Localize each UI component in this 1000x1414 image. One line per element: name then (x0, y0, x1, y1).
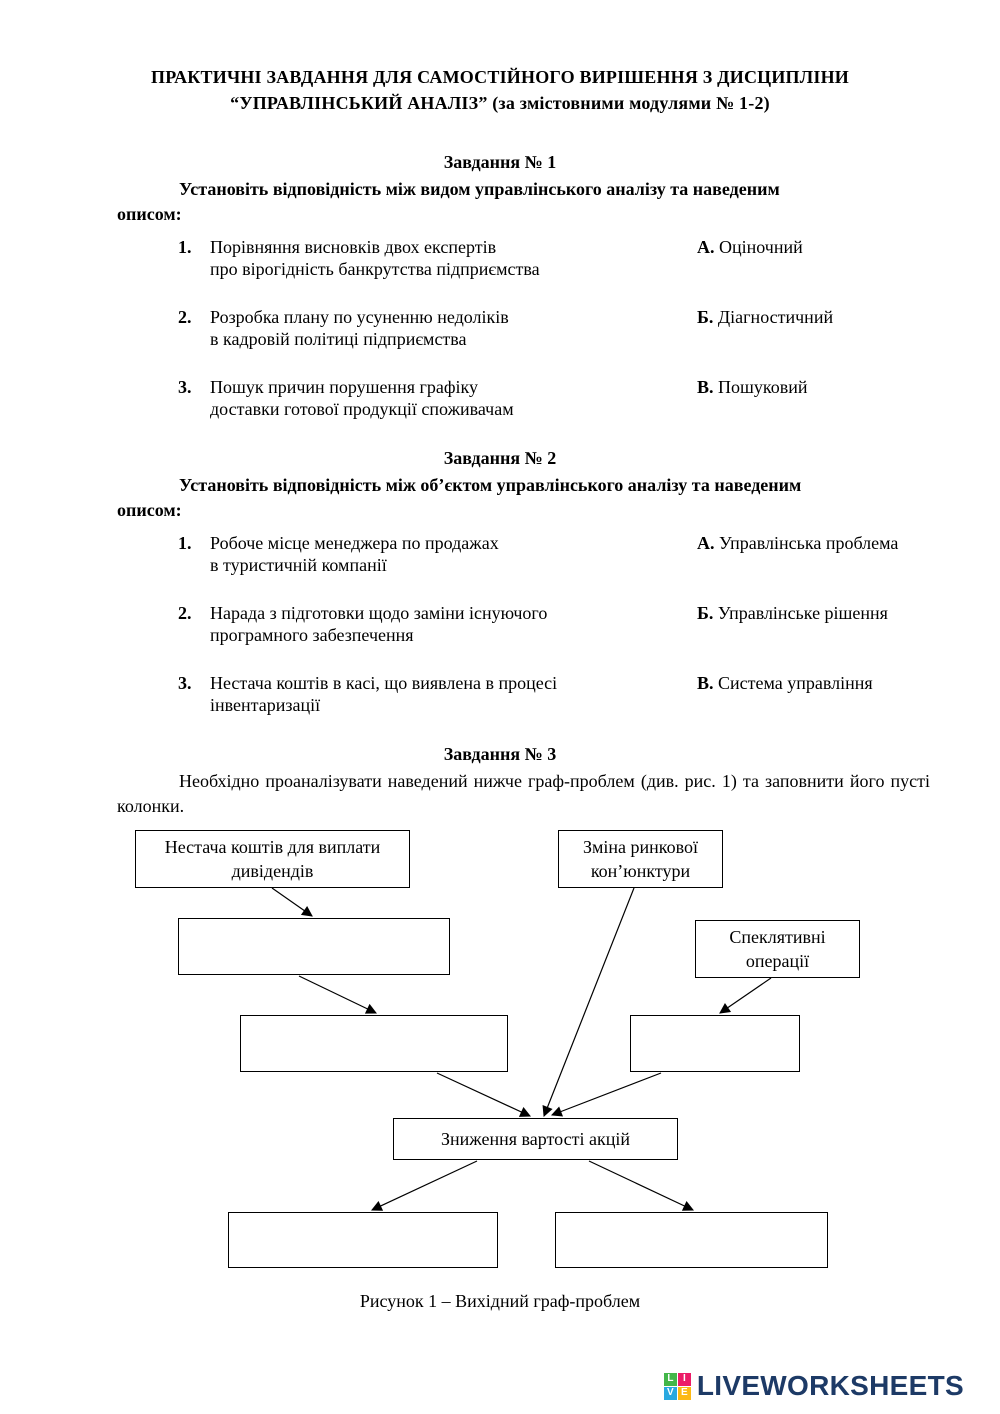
item-option: А. Управлінська проблема (697, 532, 898, 576)
item-description-line1: Нарада з підготовки щодо заміни існуючог… (210, 603, 548, 623)
option-text: Діагностичний (717, 307, 834, 327)
box-speculative-label: Спеклятивні операції (729, 927, 826, 971)
liveworksheets-logo[interactable]: L I V E LIVEWORKSHEETS (663, 1370, 964, 1402)
liveworksheets-logo-icon: L I V E (663, 1372, 691, 1400)
figure-caption: Рисунок 1 – Вихідний граф-проблем (359, 1291, 641, 1311)
task-1-item-3: 3. Пошук причин порушення графіку достав… (0, 376, 1000, 420)
box-dividends-shortage: Нестача коштів для виплати дивідендів (135, 830, 410, 888)
item-description-line2: в кадровій політиці підприємства (210, 329, 467, 349)
option-letter: А. (697, 533, 715, 553)
task-2-match-list: 1. Робоче місце менеджера по продажах в … (0, 532, 1000, 716)
task-1-intro-line-1: Установіть відповідність між видом управ… (179, 179, 780, 199)
item-description-line1: Робоче місце менеджера по продажах (210, 533, 499, 553)
option-letter: Б. (697, 307, 714, 327)
task-1-heading: Завдання № 1 (443, 152, 557, 172)
option-text: Система управління (718, 673, 873, 693)
arrow-dividends-to-empty1 (271, 887, 313, 917)
title-line-1: ПРАКТИЧНІ ЗАВДАННЯ ДЛЯ САМОСТІЙНОГО ВИРІ… (151, 67, 849, 87)
item-number: 3. (178, 673, 192, 693)
item-description-line2: в туристичній компанії (210, 555, 387, 575)
task-1-item-1: 1. Порівняння висновків двох експертів п… (0, 236, 1000, 280)
empty-box-5[interactable] (555, 1212, 828, 1268)
item-description-line1: Розробка плану по усуненню недоліків (210, 307, 509, 327)
task-3-heading: Завдання № 3 (443, 744, 557, 764)
item-description: Нестача коштів в касі, що виявлена в про… (210, 672, 697, 716)
item-description-line2: про вірогідність банкрутства підприємств… (210, 259, 540, 279)
item-number: 2. (178, 603, 192, 623)
task-1-intro-line-2: описом: (117, 204, 182, 224)
empty-box-3[interactable] (630, 1015, 800, 1072)
option-text: Пошуковий (718, 377, 808, 397)
task-2-section: Завдання № 2 Установіть відповідність мі… (0, 446, 1000, 716)
item-option: Б. Управлінське рішення (697, 602, 888, 646)
box-dividends-label: Нестача коштів для виплати дивідендів (164, 837, 381, 881)
arrow-center-to-empty4 (371, 1160, 478, 1211)
task-1-intro: Установіть відповідність між видом управ… (117, 177, 910, 227)
liveworksheets-brand-text: LIVEWORKSHEETS (696, 1370, 964, 1401)
empty-box-1[interactable] (178, 918, 450, 975)
item-number: 1. (178, 237, 192, 257)
item-description: Розробка плану по усуненню недоліків в к… (210, 306, 697, 350)
item-option: А. Оціночний (697, 236, 803, 280)
option-letter: В. (697, 673, 714, 693)
box-speculative-operations: Спеклятивні операції (695, 920, 860, 978)
box-market-change: Зміна ринкової кон’юнктури (558, 830, 723, 888)
item-description-line2: інвентаризації (210, 695, 321, 715)
item-number: 3. (178, 377, 192, 397)
task-1-item-2: 2. Розробка плану по усуненню недоліків … (0, 306, 1000, 350)
task-3-section: Завдання № 3 Необхідно проаналізувати на… (0, 742, 1000, 819)
task-2-item-2: 2. Нарада з підготовки щодо заміни існую… (0, 602, 1000, 646)
item-option: В. Система управління (697, 672, 873, 716)
task-2-intro: Установіть відповідність між об’єктом уп… (117, 473, 910, 523)
item-description-line2: доставки готової продукції споживачам (210, 399, 514, 419)
option-text: Управлінська проблема (719, 533, 899, 553)
task-1-match-list: 1. Порівняння висновків двох експертів п… (0, 236, 1000, 420)
item-description-line1: Пошук причин порушення графіку (210, 377, 479, 397)
arrow-empty1-to-empty2 (298, 975, 377, 1014)
option-text: Управлінське рішення (717, 603, 888, 623)
item-description-line2: програмного забезпечення (210, 625, 414, 645)
arrow-empty2-to-center (436, 1072, 531, 1117)
item-number: 2. (178, 307, 192, 327)
empty-box-4[interactable] (228, 1212, 498, 1268)
box-share-price-drop-label: Зниження вартості акцій (441, 1129, 630, 1149)
task-2-intro-line-2: описом: (117, 500, 182, 520)
arrow-center-to-empty5 (588, 1160, 694, 1211)
arrows-layer (271, 887, 772, 1211)
document-title: ПРАКТИЧНІ ЗАВДАННЯ ДЛЯ САМОСТІЙНОГО ВИРІ… (0, 0, 1000, 116)
item-description: Порівняння висновків двох експертів про … (210, 236, 697, 280)
logo-square-l: L (663, 1372, 677, 1386)
item-description: Нарада з підготовки щодо заміни існуючог… (210, 602, 697, 646)
logo-square-e: E (677, 1386, 691, 1400)
item-number: 1. (178, 533, 192, 553)
logo-square-i: I (677, 1372, 691, 1386)
title-line-2: “УПРАВЛІНСЬКИЙ АНАЛІЗ” (за змістовними м… (230, 93, 770, 113)
item-option: В. Пошуковий (697, 376, 807, 420)
item-description: Робоче місце менеджера по продажах в тур… (210, 532, 697, 576)
option-text: Оціночний (719, 237, 803, 257)
item-option: Б. Діагностичний (697, 306, 833, 350)
option-letter: Б. (697, 603, 714, 623)
task-1-section: Завдання № 1 Установіть відповідність мі… (0, 150, 1000, 420)
arrow-empty3-to-center (550, 1072, 662, 1117)
option-letter: В. (697, 377, 714, 397)
task-2-intro-line-1: Установіть відповідність між об’єктом уп… (179, 475, 802, 495)
box-market-label: Зміна ринкової кон’юнктури (582, 837, 698, 881)
task-3-body: Необхідно проаналізувати наведений нижче… (117, 771, 930, 816)
task-2-heading: Завдання № 2 (443, 448, 557, 468)
task-2-item-3: 3. Нестача коштів в касі, що виявлена в … (0, 672, 1000, 716)
task-2-item-1: 1. Робоче місце менеджера по продажах в … (0, 532, 1000, 576)
item-description: Пошук причин порушення графіку доставки … (210, 376, 697, 420)
logo-square-v: V (663, 1386, 677, 1400)
empty-box-2[interactable] (240, 1015, 508, 1072)
item-description-line1: Порівняння висновків двох експертів (210, 237, 497, 257)
option-letter: А. (697, 237, 715, 257)
arrow-speculative-to-empty3 (719, 977, 772, 1014)
arrow-market-to-center (542, 887, 635, 1118)
box-share-price-drop: Зниження вартості акцій (393, 1118, 678, 1160)
graph-problem-diagram: Нестача коштів для виплати дивідендів Зм… (0, 825, 1000, 1285)
item-description-line1: Нестача коштів в касі, що виявлена в про… (210, 673, 558, 693)
